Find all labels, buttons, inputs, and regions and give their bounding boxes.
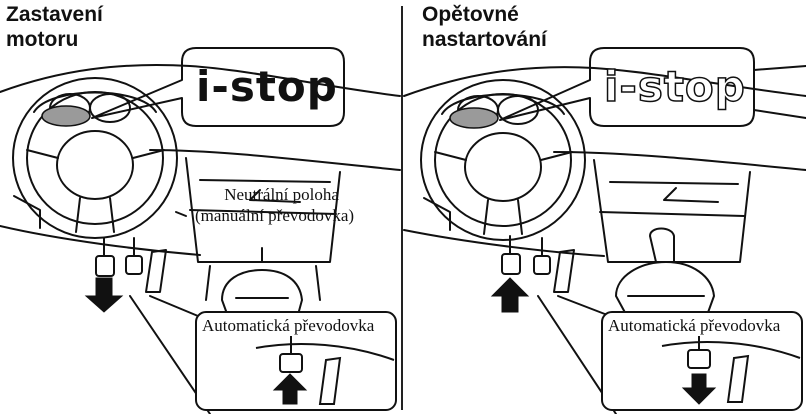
clutch-up-arrow bbox=[492, 278, 528, 312]
display-text-i-stop: i-stop bbox=[196, 52, 336, 122]
engine-stop-panel: Zastavení motoru bbox=[0, 0, 400, 414]
auto-transmission-label: Automatická převodovka bbox=[202, 316, 374, 336]
neutral-position-label: Neutrální poloha (manuální převodovka) bbox=[209, 184, 354, 226]
neutral-label-line-2: (manuální převodovka) bbox=[195, 205, 354, 226]
clutch-down-arrow bbox=[86, 278, 122, 312]
accelerator-pedal bbox=[146, 250, 166, 292]
clutch-pedal bbox=[96, 256, 114, 276]
neutral-label-line-1: Neutrální poloha bbox=[209, 184, 354, 205]
gauge-indicator bbox=[450, 108, 498, 128]
engine-restart-panel: Opětovné nastartování bbox=[404, 0, 806, 414]
brake-pedal bbox=[126, 256, 142, 274]
gauge-indicator bbox=[42, 106, 90, 126]
steering-wheel-rim bbox=[13, 78, 177, 238]
steering-wheel-hub bbox=[57, 131, 133, 199]
panel-divider bbox=[401, 6, 403, 410]
display-text-i-stop-flashing: i-stop bbox=[604, 52, 744, 122]
gear-shifter bbox=[616, 262, 714, 318]
auto-transmission-label: Automatická převodovka bbox=[608, 316, 780, 336]
